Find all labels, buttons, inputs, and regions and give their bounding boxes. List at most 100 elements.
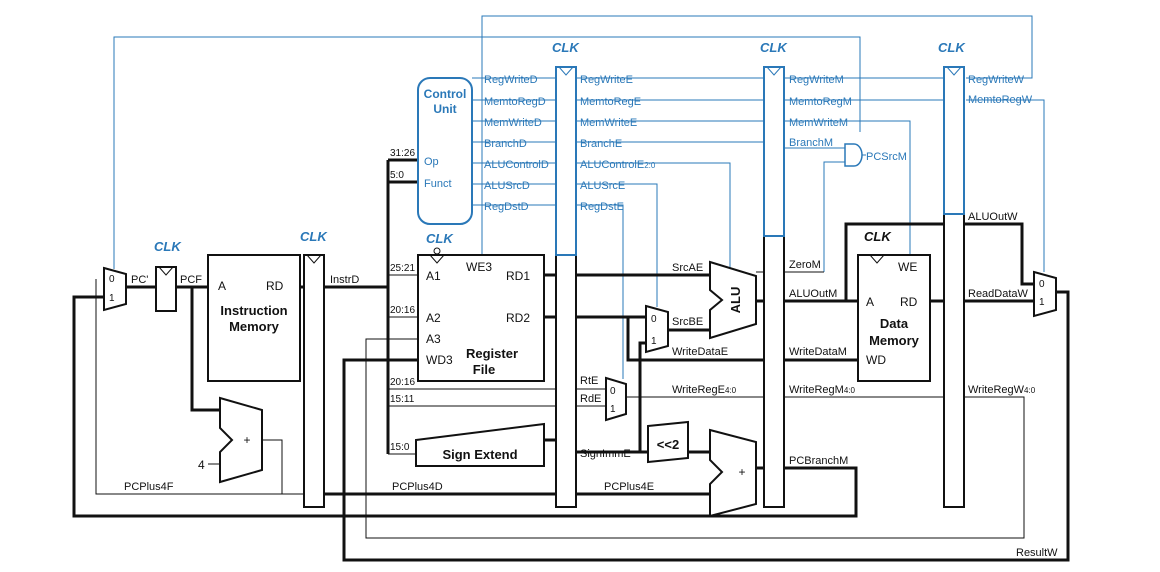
bitfield-op: 31:26: [390, 148, 415, 159]
shift-left-two-block: [647, 420, 689, 464]
clk-label-fd: CLK: [300, 229, 328, 244]
const-four: 4: [198, 458, 205, 472]
signal-srcae: SrcAE: [672, 262, 703, 274]
signal-srcbe: SrcBE: [672, 316, 703, 328]
signal-pcf: PCF: [180, 274, 202, 286]
pc-mux-1: 1: [109, 293, 115, 304]
memtoreg-mux: [1033, 270, 1057, 318]
memory-writeback-register: [943, 213, 965, 508]
alusrc-mux-1: 1: [651, 336, 657, 347]
alusrc-mux: [645, 304, 669, 354]
fetch-decode-register: [303, 254, 325, 508]
branch-adder-plus: +: [738, 465, 745, 479]
signal-memtoreg-e: MemtoRegE: [580, 96, 641, 108]
signal-branch-d: BranchD: [484, 138, 527, 150]
rf-title-1: Register: [466, 346, 518, 361]
signal-aluoutm: ALUOutM: [789, 288, 837, 300]
alu-label: ALU: [728, 287, 743, 314]
branch-target-adder: [709, 428, 757, 518]
rf-port-a1: A1: [426, 269, 441, 283]
clk-label-mw: CLK: [938, 40, 966, 55]
signal-alucontrol-e: ALUControlE2:0: [580, 159, 656, 171]
signal-pcsrc-m: PCSrcM: [866, 151, 907, 163]
bitfield-rs: 25:21: [390, 263, 415, 274]
clk-label-pc: CLK: [154, 239, 182, 254]
memtoreg-mux-0: 0: [1039, 279, 1045, 290]
signal-regdst-d: RegDstD: [484, 201, 529, 213]
decode-execute-control-register: [555, 66, 577, 256]
signal-pcbranchm: PCBranchM: [789, 455, 848, 467]
alusrc-mux-0: 0: [651, 314, 657, 325]
signal-rte: RtE: [580, 375, 598, 387]
signal-regdst-e: RegDstE: [580, 201, 624, 213]
signal-branch-m: BranchM: [789, 137, 833, 149]
signal-instrd: InstrD: [330, 274, 359, 286]
rf-port-a3: A3: [426, 332, 441, 346]
regdst-mux-1: 1: [610, 404, 616, 415]
signal-memtoreg-d: MemtoRegD: [484, 96, 546, 108]
rf-port-rd2: RD2: [506, 311, 530, 325]
bitfield-rd: 15:11: [390, 394, 415, 405]
bitfield-funct: 5:0: [390, 170, 404, 181]
dmem-port-rd: RD: [900, 295, 918, 309]
pcsrc-and-gate: [844, 143, 863, 167]
rf-port-a2: A2: [426, 311, 441, 325]
pc-register: [155, 266, 177, 312]
memory-writeback-control-register: [943, 66, 965, 215]
pc-adder-plus: +: [243, 433, 250, 447]
signal-readdataw: ReadDataW: [968, 288, 1029, 300]
signal-pcplus4f: PCPlus4F: [124, 481, 174, 493]
execute-memory-control-register: [763, 66, 785, 237]
regdst-mux-0: 0: [610, 386, 616, 397]
control-unit-title-2: Unit: [433, 102, 456, 116]
dmem-title-1: Data: [880, 316, 909, 331]
signal-writeregm: WriteRegM4:0: [789, 384, 855, 396]
signal-regwrite-d: RegWriteD: [484, 74, 538, 86]
signal-pcplus4e: PCPlus4E: [604, 481, 654, 493]
signal-writeregw: WriteRegW4:0: [968, 384, 1036, 396]
rf-title-2: File: [473, 362, 495, 377]
execute-memory-register: [763, 235, 785, 508]
signal-memtoreg-m: MemtoRegM: [789, 96, 852, 108]
signal-regwrite-m: RegWriteM: [789, 74, 844, 86]
register-file: [417, 254, 545, 382]
pc-plus-four-adder: [219, 396, 263, 484]
regdst-mux: [605, 376, 627, 422]
rf-port-rd1: RD1: [506, 269, 530, 283]
pc-select-mux: [103, 266, 127, 312]
signal-writerege: WriteRegE4:0: [672, 384, 737, 396]
clk-label-de: CLK: [552, 40, 580, 55]
signal-aluoutw: ALUOutW: [968, 211, 1018, 223]
bitfield-imm: 15:0: [390, 442, 410, 453]
imem-title-1: Instruction: [220, 303, 287, 318]
pipeline-registers: [155, 66, 965, 508]
control-unit-title-1: Control: [424, 87, 467, 101]
clk-label-em: CLK: [760, 40, 788, 55]
control-unit: [417, 77, 473, 225]
signal-writedatae: WriteDataE: [672, 346, 728, 358]
bitfield-rt: 20:16: [390, 305, 415, 316]
imem-port-rd: RD: [266, 279, 284, 293]
signal-resultw: ResultW: [1016, 547, 1058, 559]
signal-alusrc-d: ALUSrcD: [484, 180, 530, 192]
clk-label-rf: CLK: [426, 231, 454, 246]
signal-signimme: SignImmE: [580, 448, 631, 460]
shift-label: <<2: [657, 437, 679, 452]
control-unit-funct: Funct: [424, 178, 452, 190]
clk-label-dm: CLK: [864, 229, 892, 244]
signal-regwrite-e: RegWriteE: [580, 74, 633, 86]
signal-pcplus4d: PCPlus4D: [392, 481, 443, 493]
data-wires: [72, 158, 1070, 562]
imem-port-a: A: [218, 279, 226, 293]
decode-execute-register: [555, 254, 577, 508]
signal-regwrite-w: RegWriteW: [968, 74, 1025, 86]
imem-title-2: Memory: [229, 319, 280, 334]
dmem-title-2: Memory: [869, 333, 920, 348]
signal-zerom: ZeroM: [789, 259, 821, 271]
control-unit-op: Op: [424, 156, 439, 168]
signal-branch-e: BranchE: [580, 138, 622, 150]
register-file-clock-inverter: [433, 247, 441, 255]
bitfield-rt2: 20:16: [390, 377, 415, 388]
control-wires: [113, 15, 1045, 379]
